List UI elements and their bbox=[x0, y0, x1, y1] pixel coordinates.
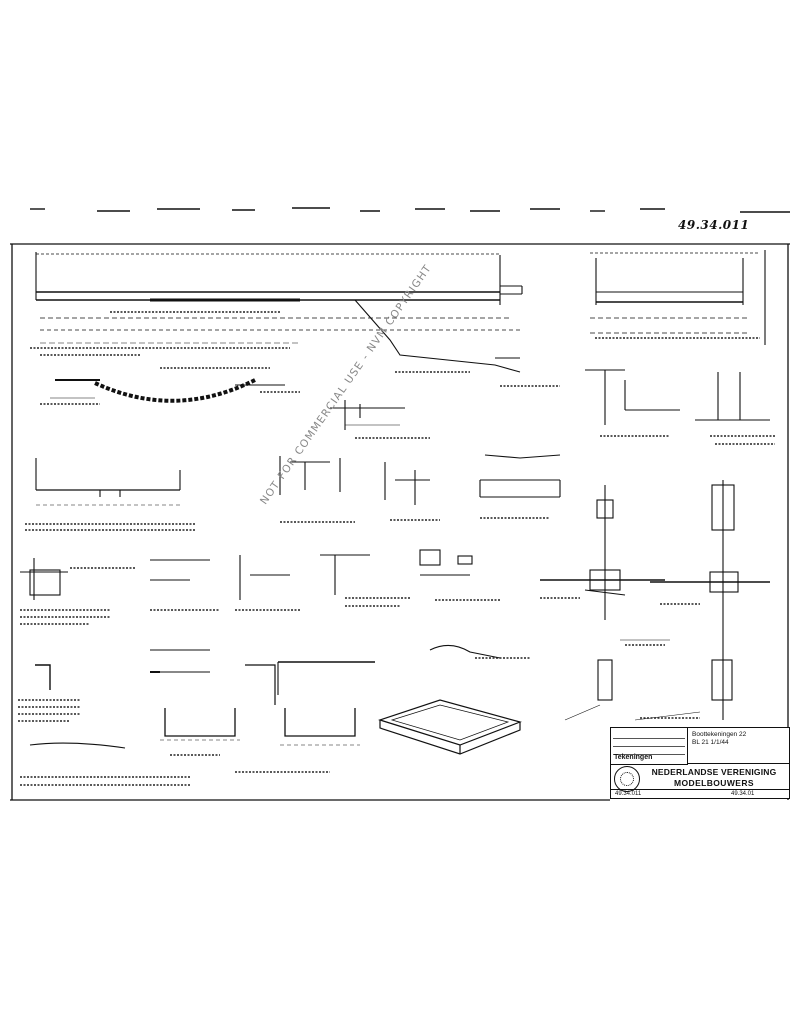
isometric-box-detail bbox=[378, 699, 522, 755]
title-block: Tekeningen Boottekeningen 22 BL 21 1/1/4… bbox=[610, 727, 790, 799]
footer-right-code: 49.34.01 bbox=[731, 791, 755, 797]
profile-detail-row-2 bbox=[35, 454, 561, 506]
sheet-frame bbox=[10, 243, 790, 801]
top-margin-marks bbox=[30, 207, 790, 213]
profile-detail-row-4 bbox=[29, 644, 501, 749]
sheet-number: 49.34.011 bbox=[678, 218, 750, 232]
footer-left-code: 49.34.011 bbox=[615, 791, 642, 797]
scale-label: Tekeningen bbox=[614, 754, 653, 761]
organisation-name-line-1: NEDERLANDSE VERENIGING bbox=[651, 767, 777, 777]
chain-detail bbox=[50, 378, 285, 403]
profile-detail-row-3 bbox=[20, 549, 473, 600]
association-seal-icon bbox=[614, 766, 640, 792]
fitting-detail-a bbox=[330, 400, 405, 430]
revision-table: Tekeningen bbox=[611, 728, 688, 765]
subject-box: Boottekeningen 22 BL 21 1/1/44 bbox=[688, 728, 789, 764]
fitting-detail-b bbox=[585, 369, 770, 425]
subject-line-2: BL 21 1/1/44 bbox=[692, 739, 729, 746]
winch-detail-right bbox=[650, 480, 770, 720]
subject-line-1: Boottekeningen 22 bbox=[692, 731, 747, 738]
organisation-name-line-2: MODELBOUWERS bbox=[674, 778, 754, 788]
hull-cross-section bbox=[590, 250, 766, 345]
winch-detail-left bbox=[540, 485, 665, 701]
hull-long-section bbox=[35, 252, 523, 373]
annotation-leaders bbox=[564, 639, 701, 721]
title-block-footer: 49.34.011 49.34.01 bbox=[611, 789, 789, 798]
